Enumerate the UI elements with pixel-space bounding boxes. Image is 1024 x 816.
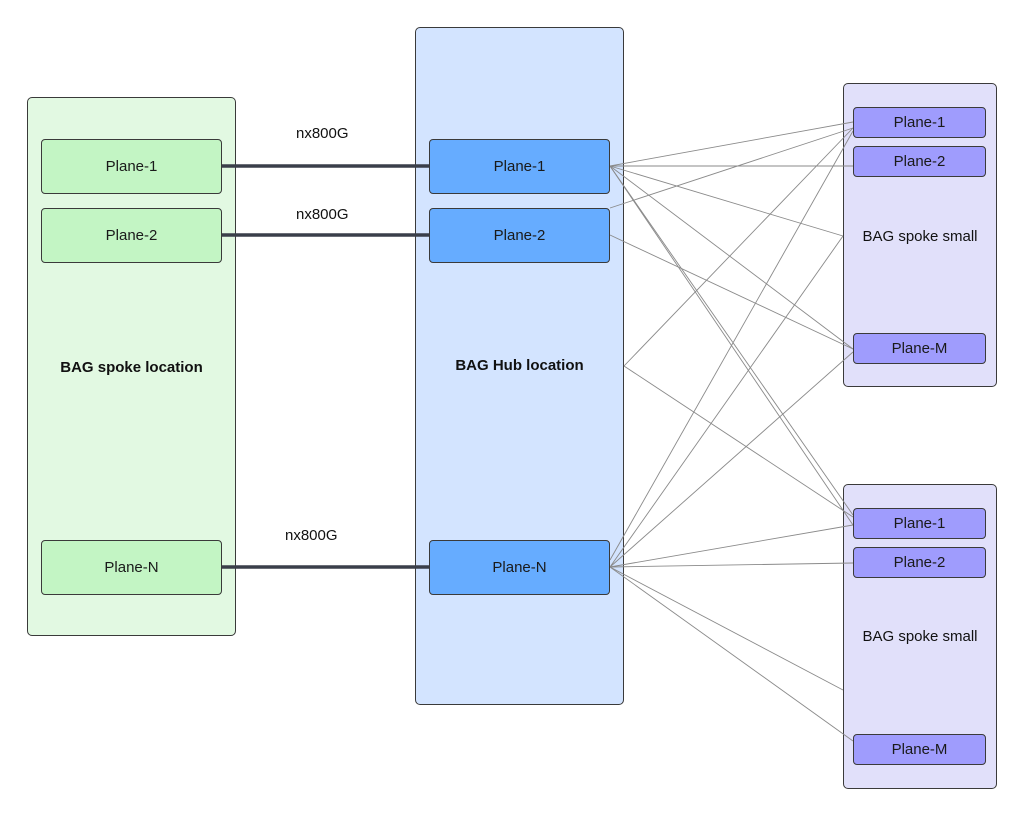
mesh-link [609, 165, 854, 350]
mesh-link [609, 524, 854, 568]
mesh-link [609, 351, 854, 568]
small-top-plane-2[interactable]: Plane-2 [853, 146, 986, 177]
mesh-link [609, 566, 844, 691]
small-top-plane-m[interactable]: Plane-M [853, 333, 986, 364]
mesh-link [623, 365, 854, 518]
mesh-link [609, 562, 854, 568]
hub-plane-1[interactable]: Plane-1 [429, 139, 610, 194]
hub-location-label: BAG Hub location [455, 357, 584, 374]
mesh-link [609, 165, 844, 237]
small-bottom-plane-m[interactable]: Plane-M [853, 734, 986, 765]
hub-plane-n[interactable]: Plane-N [429, 540, 610, 595]
small-bottom-plane-2[interactable]: Plane-2 [853, 547, 986, 578]
link-label-plane-2: nx800G [296, 206, 349, 223]
mesh-link [609, 165, 854, 516]
link-label-plane-1: nx800G [296, 125, 349, 142]
small-bottom-label: BAG spoke small [862, 628, 978, 645]
mesh-link [609, 130, 854, 561]
mesh-link [609, 234, 854, 350]
spoke-plane-n[interactable]: Plane-N [41, 540, 222, 595]
mesh-link [609, 566, 854, 742]
mesh-link [609, 127, 854, 209]
mesh-link [609, 121, 854, 167]
small-top-plane-1[interactable]: Plane-1 [853, 107, 986, 138]
mesh-link [609, 235, 844, 568]
spoke-plane-2[interactable]: Plane-2 [41, 208, 222, 263]
small-bottom-plane-1[interactable]: Plane-1 [853, 508, 986, 539]
mesh-link [623, 127, 854, 367]
small-top-label: BAG spoke small [862, 228, 978, 245]
link-label-plane-n: nx800G [285, 527, 338, 544]
hub-plane-2[interactable]: Plane-2 [429, 208, 610, 263]
spoke-plane-1[interactable]: Plane-1 [41, 139, 222, 194]
spoke-location-label: BAG spoke location [60, 359, 203, 376]
